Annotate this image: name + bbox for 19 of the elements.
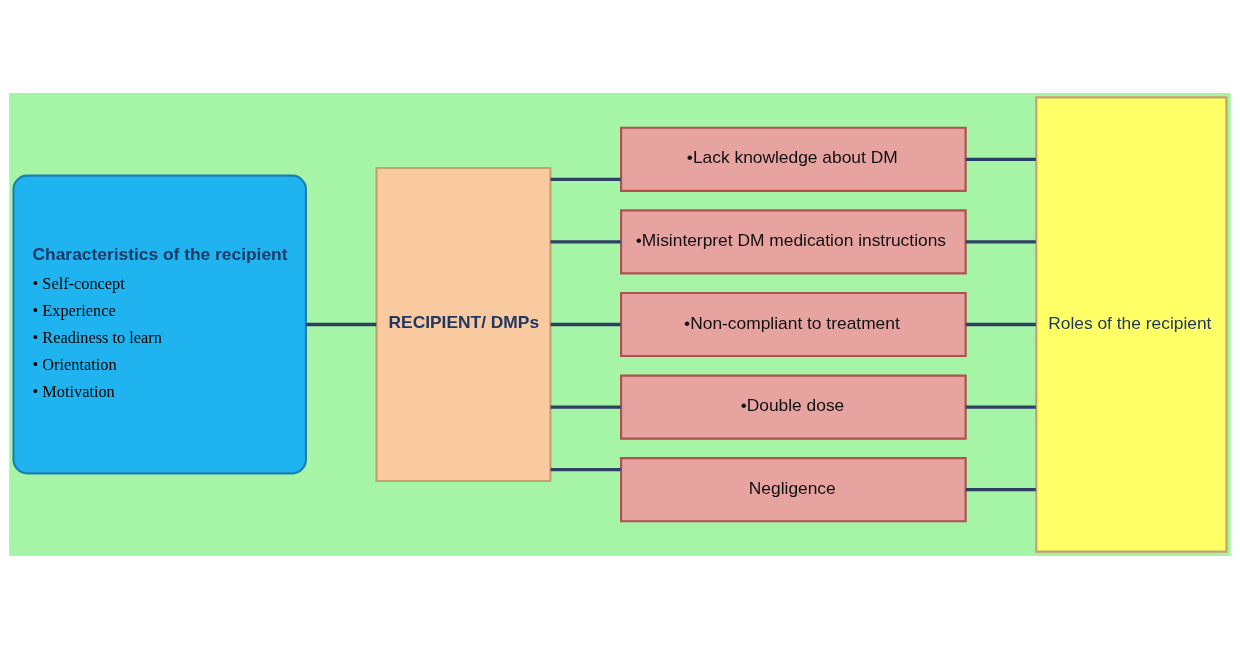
node-box: Roles of the recipient: [1035, 96, 1228, 553]
connector: [306, 322, 377, 327]
node-box: •Double dose: [620, 374, 967, 440]
node-box: •Misinterpret DM medication instructions: [620, 209, 967, 275]
node-box: •Non-compliant to treatment: [620, 291, 967, 358]
node-box: •Lack knowledge about DM: [620, 126, 967, 192]
connector: [965, 488, 1036, 492]
connector: [965, 405, 1036, 409]
connector: [550, 405, 621, 409]
connector: [965, 157, 1036, 161]
connector: [550, 240, 621, 244]
connector: [550, 467, 621, 472]
node-box: Negligence: [620, 457, 967, 523]
connector: [965, 322, 1036, 327]
connector: [550, 177, 621, 182]
node-box: RECIPIENT/ DMPs: [375, 166, 552, 483]
connector: [965, 240, 1036, 244]
connector: [550, 322, 621, 327]
node-box: Characteristics of the recipient • Self-concept • Experience • Readiness to learn • Orientation • Motivation: [12, 174, 307, 475]
